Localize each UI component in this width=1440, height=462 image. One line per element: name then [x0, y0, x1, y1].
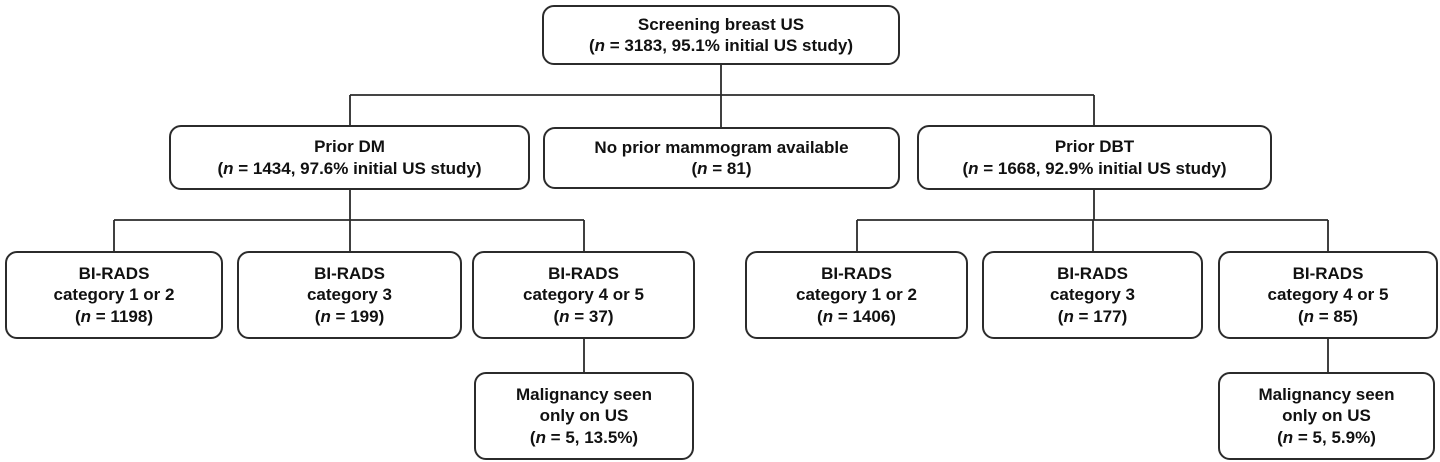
node-dm-birads-3: BI-RADS category 3 (n = 199) — [237, 251, 462, 339]
node-dbt-birads-1-2: BI-RADS category 1 or 2 (n = 1406) — [745, 251, 968, 339]
node-label: Screening breast US — [637, 14, 805, 34]
node-dm-birads-1-2: BI-RADS category 1 or 2 (n = 1198) — [5, 251, 223, 339]
node-label: Malignancy seen — [515, 384, 653, 404]
stat-open: ( — [553, 306, 560, 326]
node-label: category 4 or 5 — [1267, 285, 1389, 305]
stat-n: n — [535, 427, 546, 447]
node-label: Malignancy seen — [1258, 384, 1395, 404]
node-label: BI-RADS — [548, 263, 619, 283]
node-stat: (n = 1198) — [75, 306, 153, 328]
node-stat: (n = 85) — [1298, 306, 1358, 328]
node-stat: (n = 37) — [553, 306, 613, 328]
node-label: BI-RADS — [821, 263, 892, 283]
stat-open: ( — [1297, 306, 1304, 326]
stat-n: n — [559, 306, 570, 326]
node-label: category 3 — [1049, 285, 1136, 305]
stat-open: ( — [314, 306, 321, 326]
stat-open: ( — [75, 306, 81, 326]
stat-rest: = 1198) — [91, 306, 153, 326]
stat-rest: = 1434, 97.6% initial US study) — [233, 158, 482, 178]
stat-rest: = 3183, 95.1% initial US study) — [605, 36, 854, 55]
node-label: Prior DM — [314, 137, 385, 156]
stat-n: n — [594, 36, 606, 55]
stat-rest: = 177) — [1073, 306, 1128, 326]
node-stat: (n = 3183, 95.1% initial US study) — [589, 35, 853, 57]
stat-n: n — [1063, 306, 1074, 326]
node-label: category 4 or 5 — [523, 285, 644, 305]
node-label: category 1 or 2 — [796, 285, 917, 305]
node-dm-malignancy-us-only: Malignancy seen only on US (n = 5, 13.5%… — [474, 372, 694, 460]
stat-rest: = 5, 5.9%) — [1293, 427, 1376, 447]
node-label: BI-RADS — [314, 263, 385, 283]
stat-open: ( — [962, 158, 969, 178]
stat-rest: = 1668, 92.9% initial US study) — [978, 158, 1227, 178]
node-label: only on US — [539, 406, 629, 426]
stat-n: n — [80, 306, 92, 326]
node-label: category 3 — [306, 285, 393, 305]
stat-n: n — [320, 306, 331, 326]
stat-open: ( — [1057, 306, 1064, 326]
stat-rest: = 37) — [569, 306, 614, 326]
node-dm-birads-4-5: BI-RADS category 4 or 5 (n = 37) — [472, 251, 695, 339]
node-label: Prior DBT — [1054, 137, 1135, 156]
node-label: No prior mammogram available — [594, 137, 849, 157]
stat-n: n — [697, 159, 708, 178]
node-stat: (n = 1406) — [817, 306, 896, 328]
stat-open: ( — [217, 158, 224, 178]
stat-open: ( — [588, 36, 595, 55]
node-label: only on US — [1282, 406, 1371, 426]
stat-rest: = 85) — [1314, 306, 1358, 326]
node-label: BI-RADS — [1292, 263, 1364, 283]
stat-open: ( — [691, 159, 698, 178]
node-label: category 1 or 2 — [53, 285, 175, 305]
node-stat: (n = 81) — [691, 158, 751, 180]
stat-rest: = 81) — [707, 159, 752, 178]
stat-open: ( — [529, 427, 536, 447]
node-stat: (n = 5, 5.9%) — [1277, 427, 1376, 449]
stat-n: n — [968, 158, 979, 178]
stat-open: ( — [817, 306, 823, 326]
node-stat: (n = 199) — [315, 306, 384, 328]
node-stat: (n = 5, 13.5%) — [530, 427, 638, 449]
node-prior-dm: Prior DM (n = 1434, 97.6% initial US stu… — [169, 125, 530, 190]
node-dbt-birads-3: BI-RADS category 3 (n = 177) — [982, 251, 1203, 339]
node-prior-dbt: Prior DBT (n = 1668, 92.9% initial US st… — [917, 125, 1272, 190]
stat-open: ( — [1277, 427, 1283, 447]
node-stat: (n = 177) — [1058, 306, 1127, 328]
node-dbt-malignancy-us-only: Malignancy seen only on US (n = 5, 5.9%) — [1218, 372, 1435, 460]
stat-rest: = 1406) — [833, 306, 896, 326]
node-stat: (n = 1668, 92.9% initial US study) — [962, 158, 1226, 180]
node-dbt-birads-4-5: BI-RADS category 4 or 5 (n = 85) — [1218, 251, 1438, 339]
node-label: BI-RADS — [1057, 263, 1128, 283]
node-no-prior-mammogram: No prior mammogram available (n = 81) — [543, 127, 900, 189]
stat-n: n — [1303, 306, 1315, 326]
stat-n: n — [223, 158, 234, 178]
stat-n: n — [1282, 427, 1294, 447]
stat-rest: = 5, 13.5%) — [545, 427, 639, 447]
stat-rest: = 199) — [330, 306, 385, 326]
stat-n: n — [822, 306, 834, 326]
node-label: BI-RADS — [78, 263, 150, 283]
node-stat: (n = 1434, 97.6% initial US study) — [217, 158, 481, 180]
node-screening-breast-us: Screening breast US (n = 3183, 95.1% ini… — [542, 5, 900, 65]
